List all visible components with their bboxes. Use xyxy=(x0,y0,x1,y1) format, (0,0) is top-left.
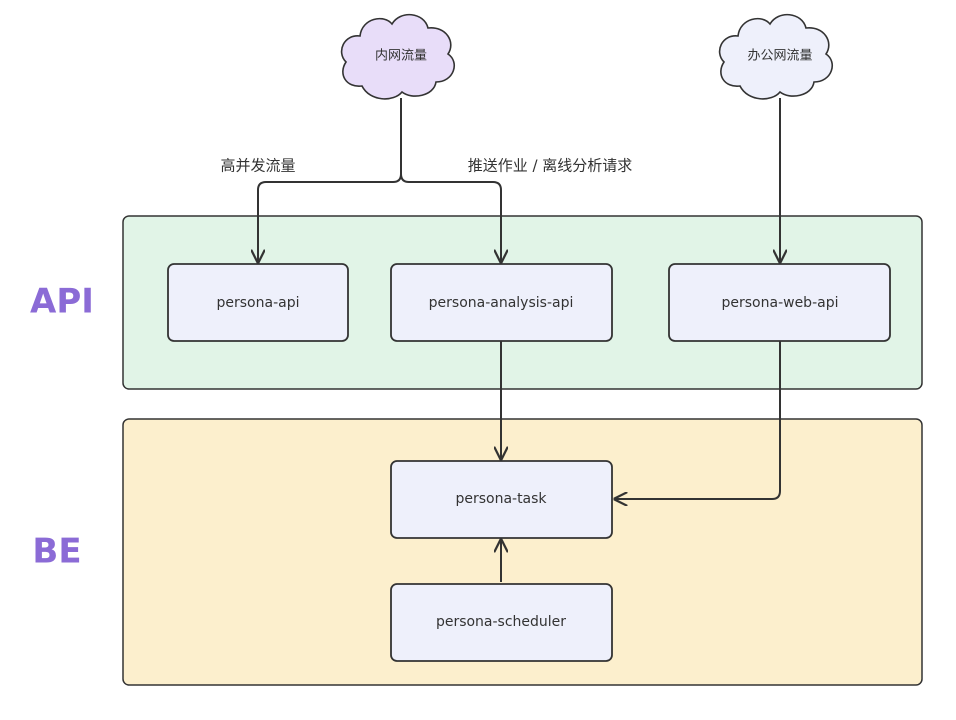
node-persona-task: persona-task xyxy=(390,460,613,539)
api-layer-label: API xyxy=(30,282,94,322)
be-layer xyxy=(122,418,923,686)
intranet-traffic-source: 内网流量 xyxy=(340,13,456,100)
node-label-persona-analysis-api: persona-analysis-api xyxy=(429,295,574,311)
office-traffic-label: 办公网流量 xyxy=(747,49,812,64)
node-box xyxy=(390,460,613,539)
node-label-persona-task: persona-task xyxy=(455,491,547,507)
edge-label-push-jobs: 推送作业 / 离线分析请求 xyxy=(468,157,633,175)
node-persona-web-api: persona-web-api xyxy=(668,263,891,342)
office-traffic-source: 办公网流量 xyxy=(718,13,834,100)
edge-label-high-concurrency: 高并发流量 xyxy=(220,157,295,175)
intranet-traffic-label: 内网流量 xyxy=(375,48,427,64)
edge-web-api-to-persona-task xyxy=(615,341,781,499)
node-box xyxy=(167,263,349,342)
node-label-persona-api: persona-api xyxy=(217,295,300,311)
node-label-persona-web-api: persona-web-api xyxy=(722,295,839,311)
node-label-persona-scheduler: persona-scheduler xyxy=(436,614,566,630)
node-persona-api: persona-api xyxy=(167,263,349,342)
cloud-icon xyxy=(340,13,456,100)
node-box xyxy=(668,263,891,342)
cloud-icon xyxy=(718,13,834,100)
node-persona-scheduler: persona-scheduler xyxy=(390,583,613,662)
edge-intranet-to-persona-analysis-api xyxy=(400,173,501,262)
be-layer-label: BE xyxy=(32,532,81,572)
node-box xyxy=(390,583,613,662)
node-persona-analysis-api: persona-analysis-api xyxy=(390,263,613,342)
node-box xyxy=(390,263,613,342)
